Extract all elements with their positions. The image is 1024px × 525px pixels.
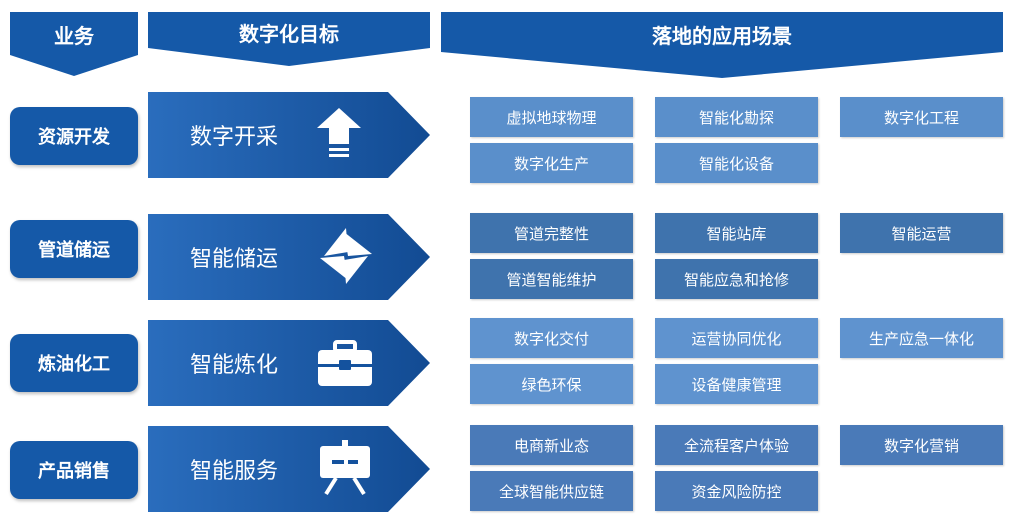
scenario-box: 全球智能供应链 [470,471,633,511]
scenario-box: 数字化工程 [840,97,1003,137]
goal-digital-mining: 数字开采 [190,125,279,150]
scenario-box: 智能化勘探 [655,97,818,137]
scenario-box: 数字化交付 [470,318,633,358]
scenario-box: 生产应急一体化 [840,318,1003,358]
scenario-box: 智能运营 [840,213,1003,253]
business-pipeline-storage: 管道储运 [10,220,138,278]
header-business-shape [10,12,138,76]
business-resource-development: 资源开发 [10,107,138,165]
header-business-label: 业务 [54,23,94,48]
pinwheel-icon [320,228,372,284]
header-shapes [10,12,1003,78]
scenario-box: 智能应急和抢修 [655,259,818,299]
goal-smart-service: 智能服务 [190,459,279,484]
scenario-box: 智能化设备 [655,143,818,183]
scenario-box: 智能站库 [655,213,818,253]
scenario-box: 数字化生产 [470,143,633,183]
scenario-box: 虚拟地球物理 [470,97,633,137]
goal-arrow-shape [148,92,430,178]
scenario-box: 电商新业态 [470,425,633,465]
presentation-board-icon [320,440,370,496]
business-product-sales: 产品销售 [10,441,138,499]
goal-smart-storage: 智能储运 [190,247,279,272]
scenario-box: 运营协同优化 [655,318,818,358]
scenario-box: 数字化营销 [840,425,1003,465]
upload-arrow-icon [317,108,361,157]
scenario-box: 全流程客户体验 [655,425,818,465]
toolbox-icon [318,340,372,386]
goal-smart-refining: 智能炼化 [190,353,279,378]
header-scenario-shape [441,12,1003,78]
scenario-box: 管道智能维护 [470,259,633,299]
scenario-box: 资金风险防控 [655,471,818,511]
header-goal-label: 数字化目标 [239,21,339,46]
goal-arrow-shape [148,214,430,300]
scenario-box: 管道完整性 [470,213,633,253]
scenario-box: 绿色环保 [470,364,633,404]
header-scenario-label: 落地的应用场景 [652,23,792,48]
header-goal-shape [148,12,430,66]
business-refining-chemical: 炼油化工 [10,334,138,392]
scenario-box: 设备健康管理 [655,364,818,404]
